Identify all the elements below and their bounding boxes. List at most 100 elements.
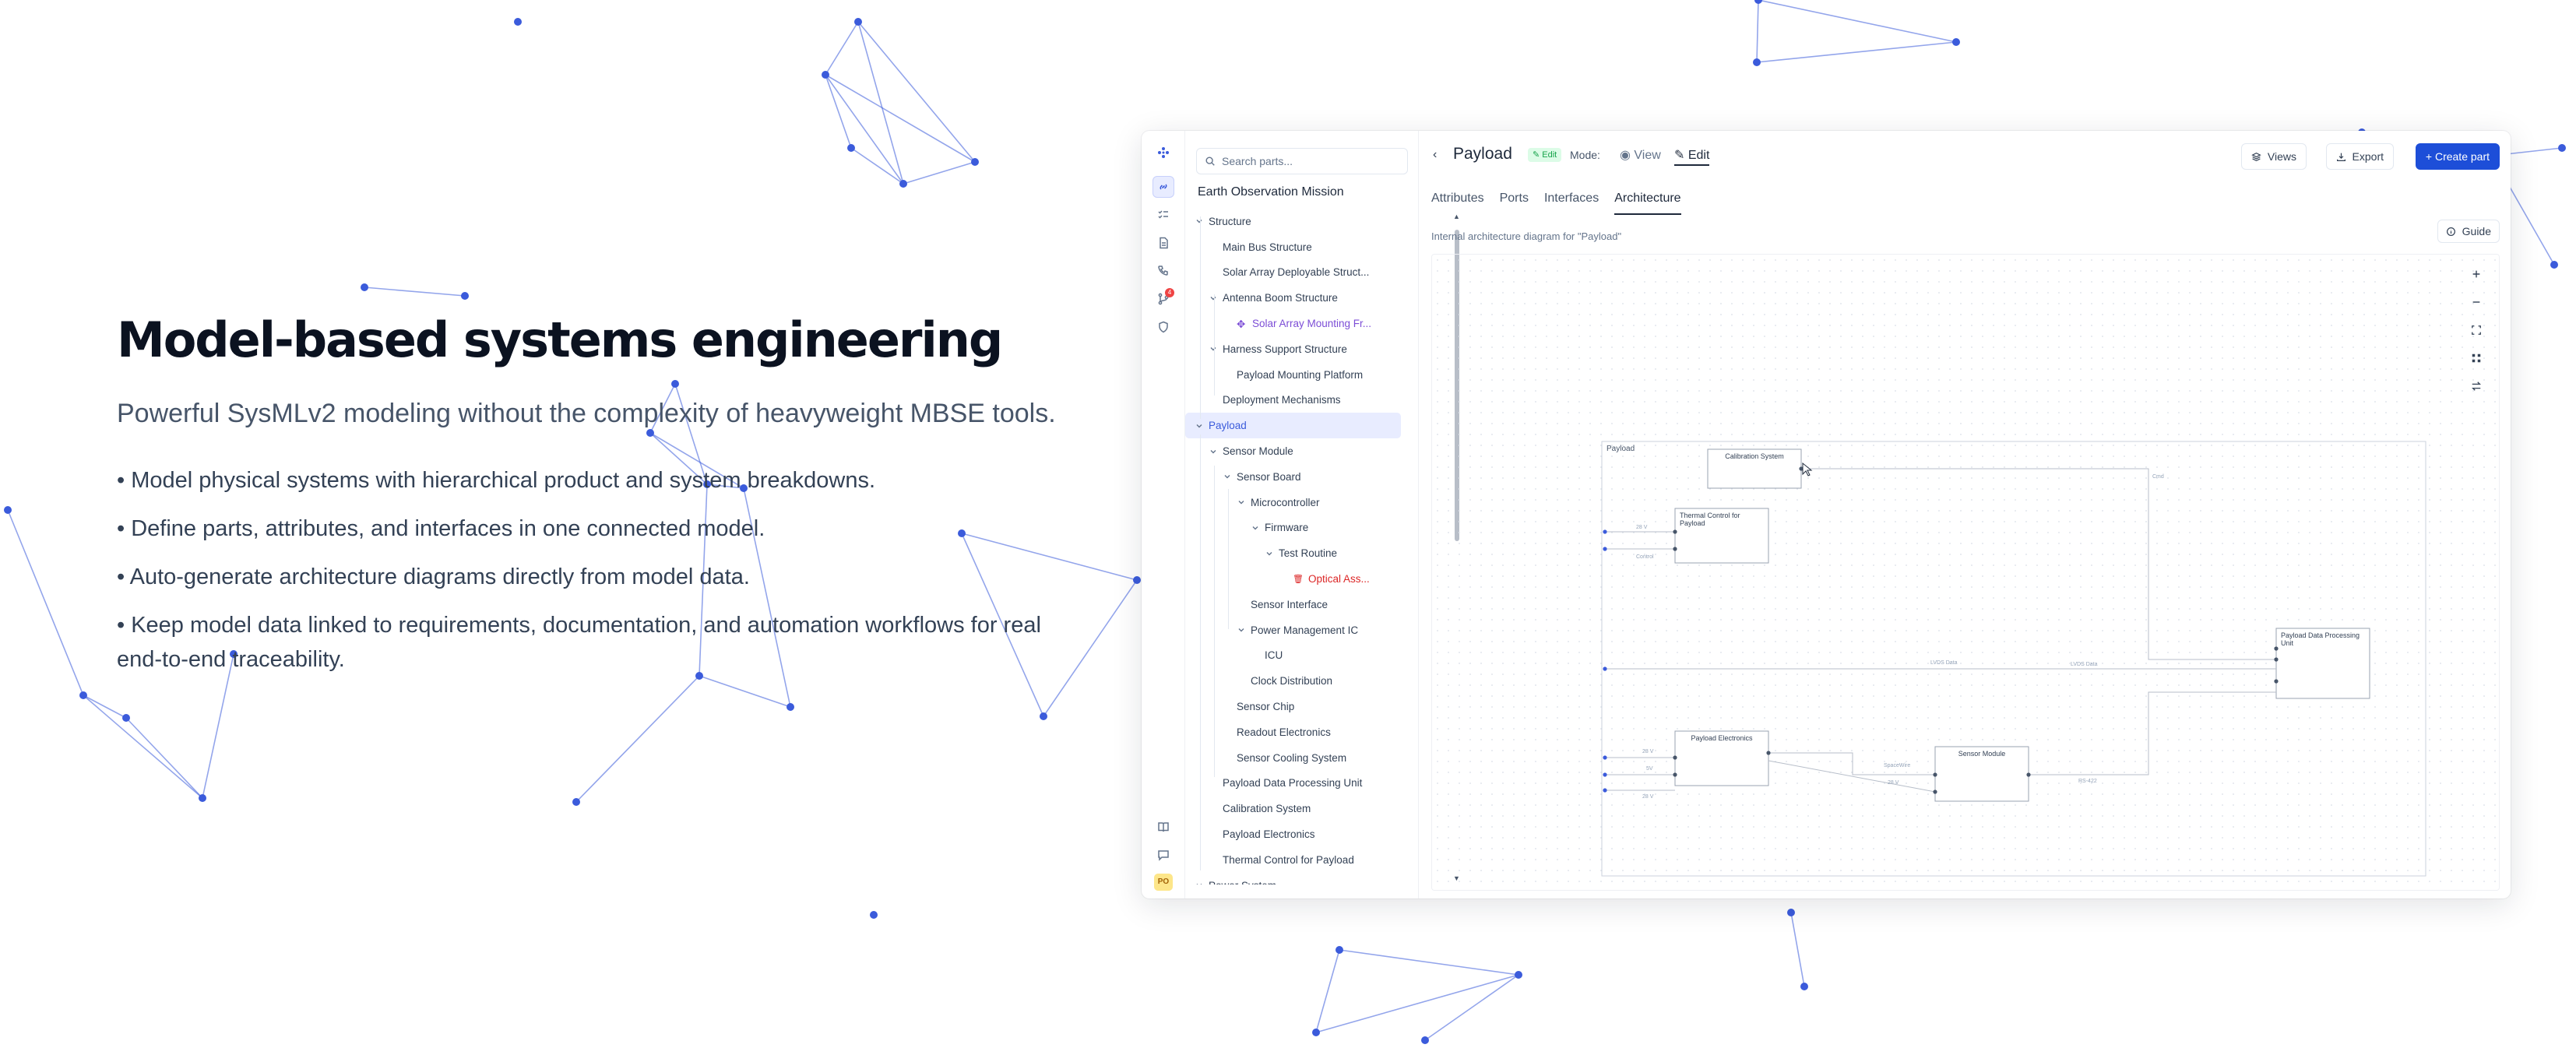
tree-item[interactable]: Sensor Interface — [1185, 592, 1407, 617]
guide-button[interactable]: Guide — [2437, 220, 2500, 243]
views-button[interactable]: Views — [2240, 143, 2307, 170]
tree-item[interactable]: Test Routine — [1185, 540, 1407, 566]
port-dot[interactable] — [1603, 529, 1607, 534]
fit-view-icon[interactable] — [2465, 318, 2488, 342]
chevron-down-icon[interactable] — [1251, 523, 1260, 533]
tab-attributes[interactable]: Attributes — [1431, 192, 1484, 205]
port-dot[interactable] — [1603, 772, 1607, 777]
tree-item[interactable]: Antenna Boom Structure — [1185, 285, 1407, 311]
tree-item[interactable]: ✥Solar Array Mounting Fr... — [1185, 311, 1407, 336]
checklist-icon[interactable] — [1153, 204, 1174, 226]
tree-item[interactable]: Microcontroller — [1185, 490, 1407, 515]
port-dot[interactable] — [2274, 657, 2279, 662]
tree-item[interactable]: Sensor Module — [1185, 438, 1407, 464]
port-dot[interactable] — [1933, 790, 1937, 794]
tree-item[interactable]: Firmware — [1185, 515, 1407, 541]
search-box[interactable] — [1196, 148, 1408, 174]
port-dot[interactable] — [2026, 772, 2031, 777]
swap-direction-icon[interactable] — [2465, 375, 2488, 398]
tree-item[interactable]: Payload Mounting Platform — [1185, 362, 1407, 388]
auto-layout-icon[interactable] — [2465, 346, 2488, 370]
port-dot[interactable] — [1673, 529, 1677, 534]
port-dot[interactable] — [1603, 547, 1607, 551]
tree-item[interactable]: Structure — [1185, 209, 1407, 234]
mode-edit-toggle[interactable]: ✎ Edit — [1674, 147, 1710, 166]
book-icon[interactable] — [1153, 816, 1174, 838]
port-dot[interactable] — [1603, 666, 1607, 671]
connector-line[interactable] — [1801, 468, 2276, 660]
zoom-in-icon[interactable] — [2465, 262, 2488, 286]
port-dot[interactable] — [1603, 755, 1607, 760]
chat-icon[interactable] — [1153, 844, 1174, 866]
port-dot[interactable] — [1766, 751, 1771, 755]
payload-frame[interactable] — [1601, 441, 2426, 877]
tree-item[interactable]: Sensor Chip — [1185, 694, 1407, 719]
shield-icon[interactable] — [1153, 316, 1174, 338]
phone-icon[interactable] — [1153, 260, 1174, 282]
tree-item[interactable]: Clock Distribution — [1185, 668, 1407, 694]
tree-item-label: Payload Mounting Platform — [1237, 368, 1364, 381]
tree-item[interactable]: Solar Array Deployable Struct... — [1185, 260, 1407, 286]
tree-item[interactable]: Readout Electronics — [1185, 719, 1407, 745]
chevron-down-icon[interactable] — [1195, 421, 1204, 431]
connector-line[interactable] — [1768, 760, 1936, 793]
branch-icon[interactable]: 4 — [1153, 288, 1174, 310]
chevron-down-icon[interactable] — [1209, 447, 1218, 456]
link-icon[interactable] — [1153, 176, 1174, 198]
port-dot[interactable] — [1673, 547, 1677, 551]
tree-item[interactable]: Power System — [1185, 873, 1407, 884]
port-dot[interactable] — [1673, 755, 1677, 760]
create-part-button[interactable]: + Create part — [2415, 143, 2500, 170]
back-button[interactable]: ‹ — [1433, 148, 1438, 161]
block-cal[interactable] — [1707, 448, 1802, 489]
export-button[interactable]: Export — [2325, 143, 2394, 170]
tree-item[interactable]: Harness Support Structure — [1185, 336, 1407, 362]
port-dot[interactable] — [1799, 466, 1804, 471]
tree-item[interactable]: Sensor Cooling System — [1185, 745, 1407, 771]
tree-item[interactable]: Thermal Control for Payload — [1185, 847, 1407, 873]
search-input[interactable] — [1222, 155, 1393, 167]
mode-view-toggle[interactable]: ◉ View — [1620, 147, 1661, 163]
tree-item[interactable]: Payload — [1185, 413, 1401, 439]
block-elec[interactable] — [1674, 730, 1769, 786]
tree-item[interactable]: Sensor Board — [1185, 464, 1407, 490]
app-logo-icon[interactable] — [1153, 142, 1174, 164]
connector-line[interactable] — [2029, 691, 2276, 775]
tree-item[interactable]: Deployment Mechanisms — [1185, 388, 1407, 413]
chevron-down-icon[interactable] — [1237, 625, 1246, 635]
connector-line[interactable] — [1768, 752, 1935, 775]
port-dot[interactable] — [2274, 679, 2279, 684]
tree-item[interactable]: Payload Data Processing Unit — [1185, 771, 1407, 797]
chevron-down-icon[interactable] — [1195, 216, 1204, 226]
port-dot[interactable] — [1673, 772, 1677, 777]
scroll-up-icon[interactable]: ▲ — [1453, 213, 1460, 220]
block-thermal[interactable] — [1674, 508, 1769, 564]
block-sensor[interactable] — [1934, 746, 2029, 802]
tree-item[interactable]: Main Bus Structure — [1185, 234, 1407, 260]
trash-icon[interactable]: 🗑 — [1293, 574, 1304, 584]
tab-interfaces[interactable]: Interfaces — [1543, 192, 1599, 205]
document-icon[interactable] — [1153, 232, 1174, 254]
tab-architecture[interactable]: Architecture — [1614, 192, 1681, 215]
network-node — [4, 506, 12, 514]
tree-item[interactable]: ICU — [1185, 643, 1407, 669]
chevron-down-icon[interactable] — [1195, 881, 1204, 884]
port-dot[interactable] — [2274, 646, 2279, 651]
chevron-down-icon[interactable] — [1223, 472, 1232, 481]
chevron-down-icon[interactable] — [1237, 498, 1246, 507]
zoom-out-icon[interactable] — [2465, 290, 2488, 314]
chevron-down-icon[interactable] — [1265, 549, 1274, 558]
port-dot[interactable] — [1603, 788, 1607, 793]
tree-item[interactable]: Payload Electronics — [1185, 821, 1407, 847]
tree-item[interactable]: 🗑Optical Ass... — [1185, 566, 1407, 592]
chevron-down-icon[interactable] — [1209, 294, 1218, 303]
chevron-down-icon[interactable] — [1209, 344, 1218, 353]
tab-ports[interactable]: Ports — [1499, 192, 1529, 205]
user-avatar[interactable]: PO — [1154, 874, 1173, 891]
block-pdpu[interactable] — [2275, 628, 2370, 699]
port-dot[interactable] — [1933, 772, 1937, 777]
tree-item[interactable]: Calibration System — [1185, 796, 1407, 821]
tree-item[interactable]: Power Management IC — [1185, 617, 1407, 643]
